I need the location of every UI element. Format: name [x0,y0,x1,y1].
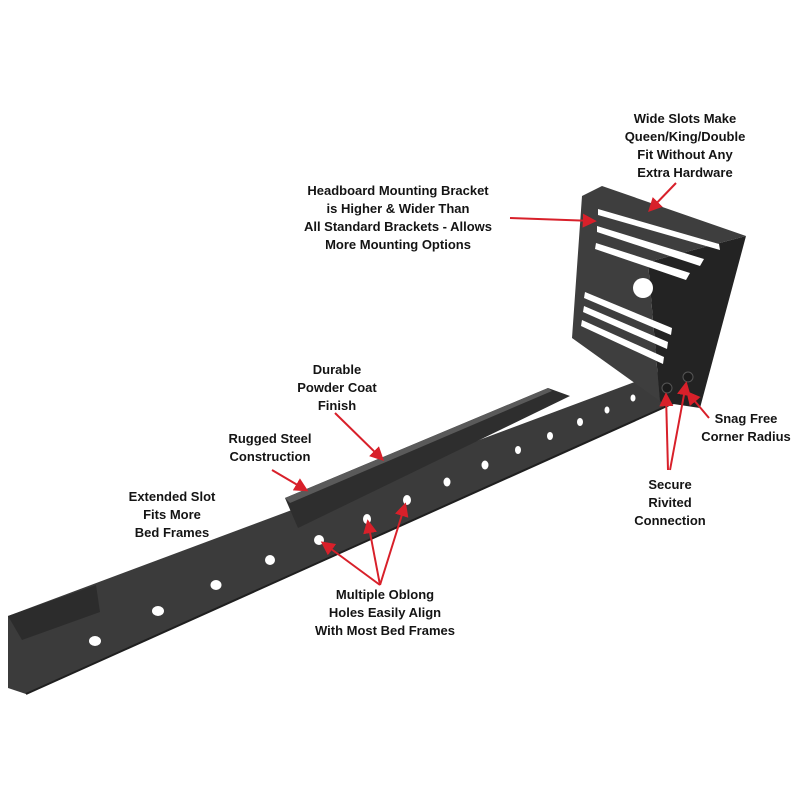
arrow-wide-slots [648,182,677,213]
hole [265,555,275,565]
arrow-rivet-2 [669,381,691,471]
hole [481,460,489,470]
callout-line: With Most Bed Frames [314,623,455,638]
hole [604,406,610,414]
callout-line: Snag Free [714,411,778,426]
left-flange [8,585,100,640]
hole [210,580,222,590]
arrow-rivet-1 [659,392,674,471]
callout-line: Rivited [648,495,692,510]
arrow-rugged-steel [271,469,309,492]
slot [583,306,668,349]
arrow-snag-free [686,390,710,419]
callout-line: Rugged Steel [228,431,312,446]
slot [581,320,664,364]
callout-powder-coat: Durable Powder Coat Finish [282,361,392,415]
callout-line: Extended Slot [128,489,216,504]
hole [577,418,583,426]
rivet [682,371,694,383]
callout-wide-slots: Wide Slots Make Queen/King/Double Fit Wi… [610,110,760,182]
callout-line: Fit Without Any [637,147,733,162]
center-hole [633,278,653,298]
callout-extended-slot: Extended Slot Fits More Bed Frames [110,488,234,542]
callout-line: All Standard Brackets - Allows [303,219,493,234]
bracket-side-plate [648,236,746,408]
wide-slots-top [595,209,720,280]
rail-web [8,368,676,694]
callout-line: More Mounting Options [325,237,471,252]
hole [443,477,451,487]
arrow-oblong-hole-3 [379,502,409,586]
callout-line: Multiple Oblong [335,587,435,602]
callout-headboard-bracket: Headboard Mounting Bracket is Higher & W… [288,182,508,254]
callout-riveted: Secure Rivited Connection [615,476,725,530]
hole [363,514,371,524]
callout-arrows [271,182,710,586]
slot [597,226,704,266]
hole [515,446,521,454]
bed-rail [8,368,677,695]
arrow-oblong-hole-1 [320,541,381,586]
callout-line: Holes Easily Align [328,605,442,620]
callout-snag-free: Snag Free Corner Radius [692,410,800,446]
wide-slots-bottom [581,292,672,364]
arrow-powder-coat [334,412,385,461]
callout-line: Connection [634,513,706,528]
callout-oblong-holes: Multiple Oblong Holes Easily Align With … [300,586,470,640]
oblong-holes [89,394,636,646]
callout-line: Extra Hardware [637,165,733,180]
hole [403,495,411,505]
callout-line: Fits More [143,507,201,522]
callout-line: Finish [317,398,357,413]
callout-rugged-steel: Rugged Steel Construction [210,430,330,466]
middle-flange-edge [285,388,552,503]
callout-line: Construction [229,449,311,464]
hole [314,535,324,545]
hole [152,606,164,616]
callout-line: Durable [312,362,362,377]
callout-line: is Higher & Wider Than [326,201,470,216]
arrow-oblong-hole-2 [363,519,381,586]
hole [547,432,553,440]
callout-line: Corner Radius [701,429,791,444]
callout-line: Wide Slots Make [633,111,737,126]
callout-line: Headboard Mounting Bracket [307,183,489,198]
headboard-bracket [572,186,746,408]
callout-line: Bed Frames [134,525,210,540]
slot [598,209,720,250]
middle-flange [285,388,570,528]
callout-line: Powder Coat [297,380,377,395]
hole [630,394,636,402]
slot [584,292,672,335]
callout-line: Secure [648,477,692,492]
hole [89,636,101,646]
slot [595,243,690,280]
callout-line: Queen/King/Double [624,129,746,144]
rail-bottom-edge [25,401,677,695]
arrow-headboard-bracket [509,213,597,228]
rivet [661,382,673,394]
